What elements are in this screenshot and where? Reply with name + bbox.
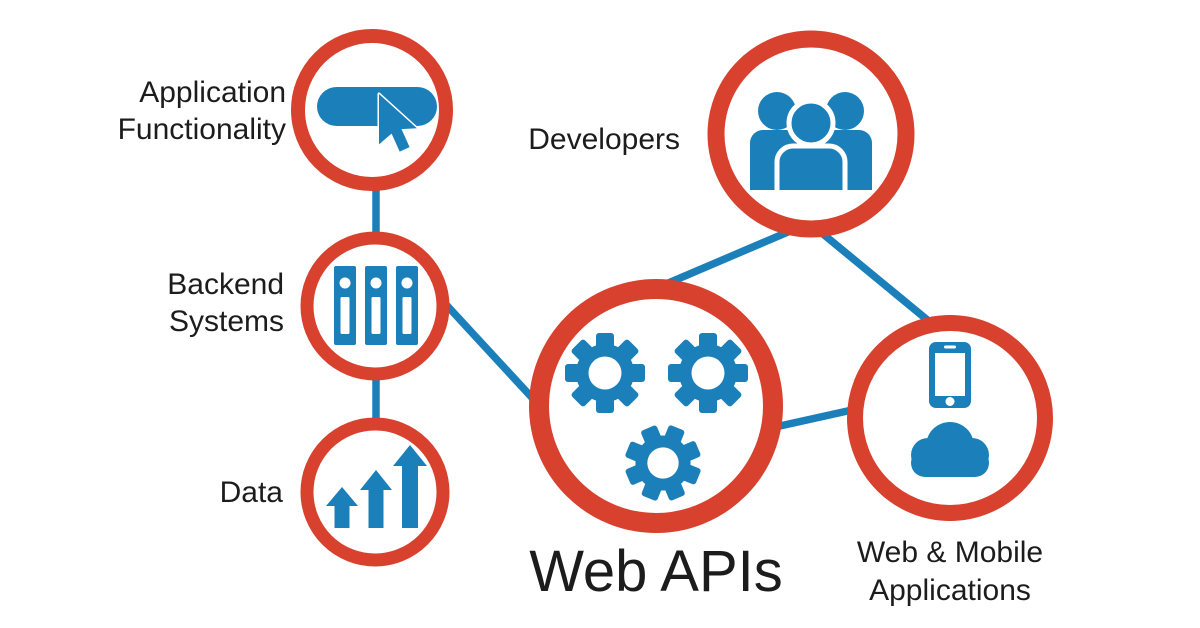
growth-arrows-icon [326, 445, 427, 528]
label-line: Web & Mobile [856, 536, 1044, 569]
label-data: Data [80, 474, 283, 511]
edge-developers-webmobile [803, 217, 945, 335]
node-web-mobile-circle [847, 315, 1053, 521]
label-application-functionality: Application Functionality [40, 74, 286, 148]
phone-cloud-icon [911, 342, 989, 477]
diagram-title: Web APIs [529, 539, 783, 604]
people-group-icon [750, 92, 872, 190]
label-line: Data [219, 476, 283, 509]
label-developers: Developers [480, 121, 680, 158]
pill-button-cursor-icon [317, 87, 437, 154]
label-line: Backend [167, 268, 284, 301]
label-line: Application [139, 76, 286, 109]
label-line: Systems [168, 305, 284, 338]
label-line: Functionality [117, 113, 286, 146]
label-web-mobile-applications: Web & Mobile Applications [810, 534, 1090, 610]
server-stack-icon [334, 266, 418, 345]
label-line: Applications [869, 574, 1031, 607]
label-web-apis: Web APIs [500, 540, 812, 604]
label-line: Developers [528, 123, 680, 156]
label-backend-systems: Backend Systems [80, 266, 284, 340]
